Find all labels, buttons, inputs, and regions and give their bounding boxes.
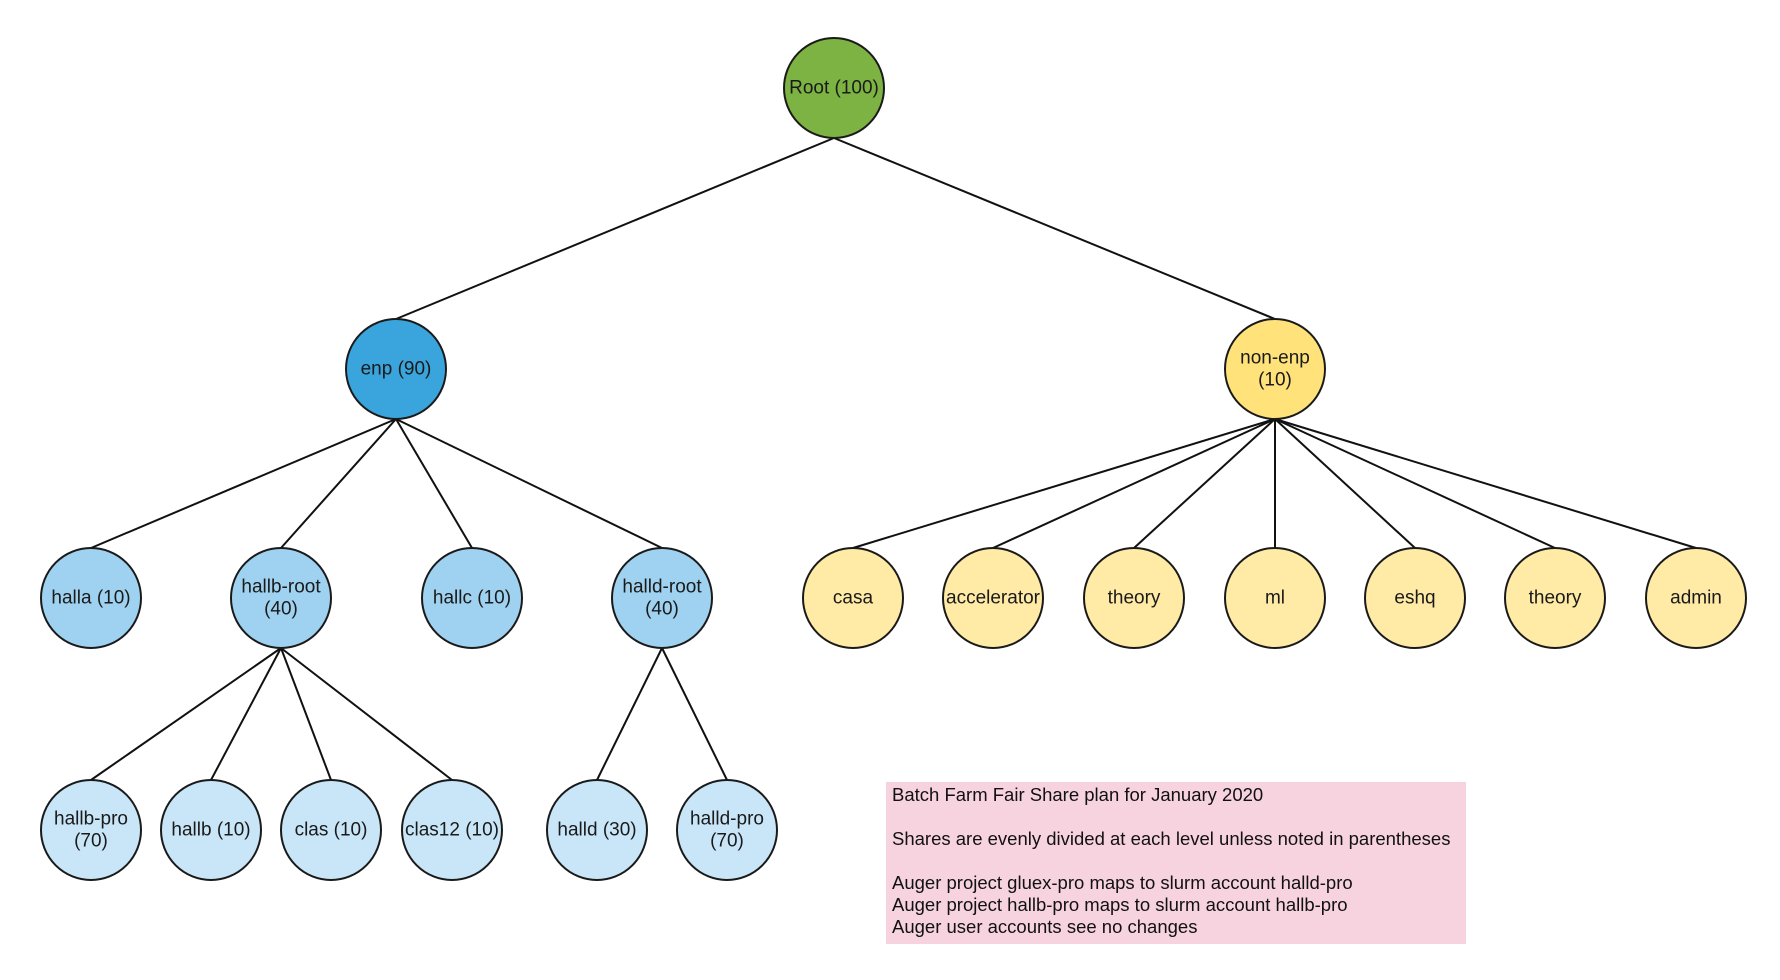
edge-non-enp-to-casa [852, 418, 1276, 549]
node-hallc: hallc (10) [421, 547, 523, 649]
node-circle-ml [1224, 547, 1326, 649]
node-label-theory-1: theory [1108, 588, 1161, 609]
node-label-non-enp-line1: non-enp [1240, 348, 1310, 369]
node-hallb: hallb (10) [160, 779, 262, 881]
edge-enp-to-hallb-root [280, 418, 397, 549]
node-halld: halld (30) [546, 779, 648, 881]
edge-halld-root-to-halld [596, 647, 663, 781]
node-label-casa: casa [833, 588, 874, 609]
node-circle-eshq [1364, 547, 1466, 649]
node-non-enp: non-enp(10) [1224, 318, 1326, 420]
edge-root-to-non-enp [833, 137, 1276, 320]
node-eshq: eshq [1364, 547, 1466, 649]
note-line-user-accounts: Auger user accounts see no changes [892, 916, 1198, 937]
node-label-clas: clas (10) [295, 820, 368, 841]
edge-root-to-enp [395, 137, 835, 320]
edge-hallb-root-to-hallb [210, 647, 282, 781]
node-label-halld-root-line1: halld-root [622, 577, 702, 598]
note-line-even-shares: Shares are evenly divided at each level … [892, 828, 1451, 849]
node-circle-enp [345, 318, 447, 420]
node-circle-hallc [421, 547, 523, 649]
note-line-hallb-mapping: Auger project hallb-pro maps to slurm ac… [892, 894, 1348, 915]
node-admin: admin [1645, 547, 1747, 649]
node-theory-1: theory [1083, 547, 1185, 649]
node-label-enp: enp (90) [361, 359, 432, 380]
node-circle-casa [802, 547, 904, 649]
edge-enp-to-halld-root [395, 418, 663, 549]
node-circle-hallb-root [230, 547, 332, 649]
node-circle-halld [546, 779, 648, 881]
node-label-hallb: hallb (10) [171, 820, 250, 841]
node-label-hallb-root-line1: hallb-root [241, 577, 321, 598]
node-label-halld-pro-line2: (70) [710, 831, 744, 852]
node-label-accelerator: accelerator [946, 588, 1041, 609]
node-circle-admin [1645, 547, 1747, 649]
node-clas12: clas12 (10) [401, 779, 503, 881]
edge-enp-to-hallc [395, 418, 473, 549]
node-circle-halla [40, 547, 142, 649]
edge-halld-root-to-halld-pro [661, 647, 728, 781]
node-circle-accelerator [942, 547, 1044, 649]
node-hallb-pro: hallb-pro(70) [40, 779, 142, 881]
node-label-halld-pro-line1: halld-pro [690, 809, 764, 830]
node-circle-clas12 [401, 779, 503, 881]
node-circle-non-enp [1224, 318, 1326, 420]
node-circle-hallb-pro [40, 779, 142, 881]
node-circle-hallb [160, 779, 262, 881]
edge-hallb-root-to-hallb-pro [90, 647, 282, 781]
note-line-gluex-mapping: Auger project gluex-pro maps to slurm ac… [892, 872, 1353, 893]
node-label-theory-2: theory [1529, 588, 1582, 609]
node-circle-root [783, 37, 885, 139]
node-label-hallb-pro-line1: hallb-pro [54, 809, 128, 830]
node-hallb-root: hallb-root(40) [230, 547, 332, 649]
node-label-eshq: eshq [1394, 588, 1435, 609]
node-accelerator: accelerator [942, 547, 1044, 649]
edge-non-enp-to-eshq [1274, 418, 1416, 549]
node-label-hallb-pro-line2: (70) [74, 831, 108, 852]
plan-note: Batch Farm Fair Share plan for January 2… [886, 782, 1466, 944]
edge-non-enp-to-accelerator [992, 418, 1276, 549]
node-circle-halld-root [611, 547, 713, 649]
tree-edges [90, 137, 1697, 781]
node-circle-halld-pro [676, 779, 778, 881]
node-halld-pro: halld-pro(70) [676, 779, 778, 881]
node-label-halla: halla (10) [51, 588, 130, 609]
node-label-halld-root-line2: (40) [645, 599, 679, 620]
tree-nodes: Root (100) enp (90) non-enp(10) halla (10) h… [40, 37, 1747, 881]
edge-hallb-root-to-clas [280, 647, 332, 781]
node-halld-root: halld-root(40) [611, 547, 713, 649]
edge-enp-to-halla [90, 418, 397, 549]
edge-hallb-root-to-clas12 [280, 647, 453, 781]
node-root: Root (100) [783, 37, 885, 139]
node-label-halld: halld (30) [557, 820, 636, 841]
node-label-clas12: clas12 (10) [405, 820, 499, 841]
node-label-non-enp-line2: (10) [1258, 370, 1292, 391]
node-label-hallc: hallc (10) [433, 588, 511, 609]
node-theory-2: theory [1504, 547, 1606, 649]
node-label-ml: ml [1265, 588, 1285, 609]
note-title: Batch Farm Fair Share plan for January 2… [892, 784, 1264, 805]
node-label-admin: admin [1670, 588, 1722, 609]
edge-non-enp-to-theory-1 [1133, 418, 1276, 549]
node-casa: casa [802, 547, 904, 649]
node-label-hallb-root-line2: (40) [264, 599, 298, 620]
node-clas: clas (10) [280, 779, 382, 881]
node-circle-clas [280, 779, 382, 881]
node-label-root: Root (100) [789, 78, 879, 99]
node-circle-theory-2 [1504, 547, 1606, 649]
edge-non-enp-to-admin [1274, 418, 1697, 549]
node-circle-theory-1 [1083, 547, 1185, 649]
node-halla: halla (10) [40, 547, 142, 649]
edge-non-enp-to-theory-2 [1274, 418, 1556, 549]
node-ml: ml [1224, 547, 1326, 649]
node-enp: enp (90) [345, 318, 447, 420]
